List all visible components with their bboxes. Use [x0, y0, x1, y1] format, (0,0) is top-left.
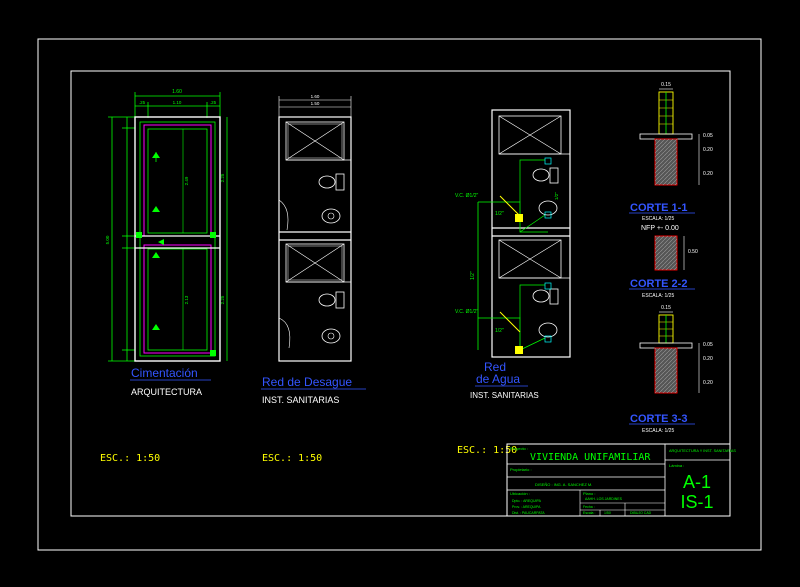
- tb-plano-label: Plano :: [583, 491, 595, 496]
- label-vc-1: V.C. Ø1/2": [455, 193, 478, 199]
- dim-des-top-b: 1.50: [311, 101, 320, 106]
- tb-dist: Dist. : PAUCARPATA: [512, 511, 545, 515]
- tb-proyectista: DISEÑO : ING. A. SANCHEZ M.: [535, 482, 592, 487]
- tb-plano-text: ARQUITECTURA Y INST. SANITARIAS: [669, 449, 736, 453]
- subtitle-desague: INST. SANITARIAS: [262, 395, 339, 405]
- dim-cim-top-c: .25: [210, 100, 217, 105]
- label-pipe-b: 1/2": [495, 328, 504, 334]
- dim-cim-top-total: 1.60: [172, 89, 182, 95]
- inner-border: [70, 70, 731, 517]
- outer-border: [37, 38, 762, 551]
- scale-cimentacion: ESC.: 1:50: [100, 453, 160, 464]
- dim-cim-mid-b: 2.13: [184, 295, 189, 304]
- dim-des-top-a: 1.60: [311, 94, 320, 99]
- tb-escala-label: Escala :: [583, 511, 595, 515]
- corte3-d3: 0.20: [703, 380, 713, 386]
- corte1-title: CORTE 1-1: [630, 202, 687, 214]
- label-vc-2: V.C. Ø1/2": [455, 309, 478, 315]
- scale-desague: ESC.: 1:50: [262, 453, 322, 464]
- corte1-d3: 0.20: [703, 171, 713, 177]
- corte1-d1: 0.05: [703, 133, 713, 139]
- tb-lamina-label: Lámina :: [669, 463, 684, 468]
- tb-propietario-label: Propietario :: [510, 467, 532, 472]
- label-pipe-a: 1/2": [495, 211, 504, 217]
- dim-cim-top-a: .25: [139, 100, 146, 105]
- corte1-escala: ESCALA: 1/25: [642, 216, 674, 222]
- corte-1-1: 0.15 0.05 0.20 0.20 CORTE 1-1 ESCALA: 1/…: [629, 82, 713, 232]
- dim-cim-top-b: 1.10: [173, 100, 182, 105]
- tb-ubicacion: AAHH. LOS JARDINES: [585, 497, 623, 501]
- corte3-width: 0.15: [661, 305, 671, 311]
- title-cimentacion: Cimentación: [131, 366, 198, 380]
- cimentacion-plan: 1.60 .25 1.10 .25 5.00 2.49 2.13 2.25 2.…: [100, 89, 228, 464]
- dim-cim-mid-a: 2.49: [184, 176, 189, 185]
- tb-sheet-a: A-1: [683, 472, 711, 492]
- corte-3-3: 0.15 0.05 0.20 0.20 CORTE 3-3 ESCALA: 1/…: [629, 305, 713, 434]
- title-desague: Red de Desague: [262, 375, 352, 389]
- tb-depto: Dpto. : AREQUIPA: [512, 499, 542, 503]
- corte2-d1: 0.50: [688, 249, 698, 255]
- tb-dibujo: DIBUJO CAD: [630, 511, 652, 515]
- desague-plan: 1.60 1.50 Red de Desague INST. SANITARIA…: [261, 94, 366, 464]
- corte2-title: CORTE 2-2: [630, 278, 687, 290]
- corte3-d1: 0.05: [703, 342, 713, 348]
- subtitle-agua: INST. SANITARIAS: [470, 391, 539, 400]
- corte3-d2: 0.20: [703, 356, 713, 362]
- agua-plan: V.C. Ø1/2" V.C. Ø1/2" 1/2" 1/2" 1/2" 1/2…: [455, 109, 571, 456]
- corte1-width: 0.15: [661, 82, 671, 88]
- label-pipe-d: 1/2": [554, 192, 559, 200]
- corte3-escala: ESCALA: 1/25: [642, 428, 674, 434]
- corte3-title: CORTE 3-3: [630, 413, 687, 425]
- tb-sheet-b: IS-1: [680, 492, 713, 512]
- dim-cim-left-total: 5.00: [105, 235, 110, 244]
- corte-2-2: 0.50 CORTE 2-2 ESCALA: 1/25: [629, 235, 698, 299]
- title-block: Proyecto : VIVIENDA UNIFAMILIAR Propieta…: [506, 443, 736, 517]
- corte1-d2: 0.20: [703, 147, 713, 153]
- tb-ubicacion-label: Ubicación :: [510, 491, 530, 496]
- tb-proyecto-label: Proyecto :: [510, 446, 528, 451]
- dim-cim-right-b: 2.25: [220, 295, 225, 304]
- tb-fecha-label: Fecha :: [583, 505, 595, 509]
- tb-escala: 1/50: [604, 511, 611, 515]
- title-agua-2: de Agua: [476, 372, 520, 386]
- scale-agua: ESC.: 1:50: [457, 445, 517, 456]
- title-agua-1: Red: [484, 360, 506, 374]
- tb-prov: Prov. : AREQUIPA: [512, 505, 541, 509]
- corte2-escala: ESCALA: 1/25: [642, 293, 674, 299]
- corte1-npt: NFP +- 0.00: [641, 225, 679, 232]
- tb-proyecto: VIVIENDA UNIFAMILIAR: [530, 452, 651, 463]
- dim-cim-right-a: 2.25: [220, 173, 225, 182]
- label-pipe-c: 1/2": [470, 271, 476, 280]
- subtitle-cimentacion: ARQUITECTURA: [131, 387, 202, 397]
